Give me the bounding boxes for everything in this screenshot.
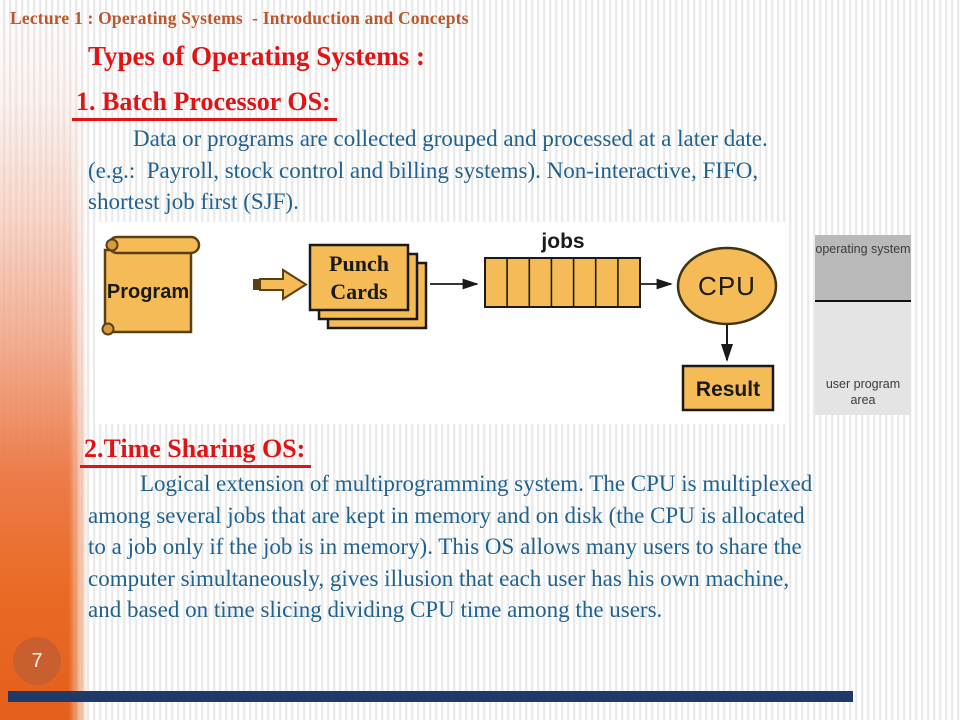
memory-os-section: operating system — [815, 235, 911, 302]
punch-cards-label-line2: Cards — [330, 279, 388, 304]
batch-processing-diagram: Program Punch Cards jobs — [95, 222, 785, 424]
jobs-queue-shape — [484, 257, 641, 308]
lecture-header: Lecture 1 : Operating Systems - Introduc… — [10, 8, 469, 28]
slide-title: Types of Operating Systems : — [88, 41, 425, 71]
jobs-label: jobs — [540, 230, 584, 253]
time-line: Logical extension of multiprogramming sy… — [140, 471, 813, 496]
program-scroll-shape: Program — [101, 235, 201, 336]
time-sharing-paragraph: Logical extension of multiprogramming sy… — [88, 468, 956, 626]
time-line: among several jobs that are kept in memo… — [88, 502, 805, 528]
batch-os-heading: 1. Batch Processor OS: — [72, 87, 337, 121]
time-line: to a job only if the job is in memory). … — [88, 534, 802, 559]
cpu-shape: CPU — [676, 246, 778, 326]
program-label: Program — [107, 281, 189, 303]
bottom-divider-bar — [8, 691, 853, 702]
memory-user-label: user program area — [825, 376, 901, 407]
memory-user-section: user program area — [815, 302, 911, 415]
time-sharing-heading: 2.Time Sharing OS: — [80, 434, 312, 468]
batch-line: (e.g.: Payroll, stock control and billin… — [88, 157, 759, 183]
time-line: computer simultaneously, gives illusion … — [88, 565, 790, 591]
batch-os-paragraph: Data or programs are collected grouped a… — [88, 123, 948, 218]
result-label: Result — [696, 378, 760, 401]
time-line: and based on time slicing dividing CPU t… — [88, 597, 663, 622]
batch-line: shortest job first (SJF). — [88, 189, 299, 214]
block-arrow-icon — [253, 268, 308, 301]
batch-diagram-svg: Program Punch Cards jobs — [101, 230, 778, 412]
memory-layout-diagram: operating system user program area — [815, 235, 911, 415]
page-number: 7 — [31, 649, 43, 672]
batch-line: Data or programs are collected grouped a… — [133, 126, 768, 151]
cpu-label: CPU — [698, 271, 756, 301]
punch-cards-label-line1: Punch — [329, 251, 389, 276]
punch-cards-shape: Punch Cards — [308, 243, 428, 330]
page-number-badge: 7 — [13, 637, 61, 685]
result-shape: Result — [681, 364, 775, 412]
